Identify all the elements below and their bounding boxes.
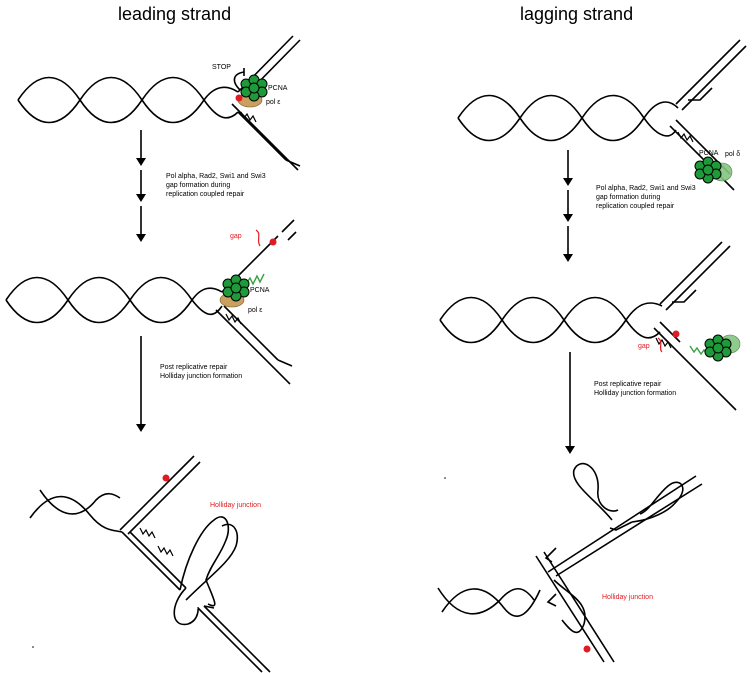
- gap-bracket: [255, 229, 261, 247]
- hj-right-loop-arm: [631, 481, 684, 523]
- lag-arm2-upper-2: [665, 245, 731, 311]
- pol-epsilon-label-1: pol ε: [266, 99, 280, 106]
- pcna-ring-2: [222, 274, 250, 302]
- pcna-label-2: PCNA: [250, 287, 270, 294]
- leading-strand-title: leading strand: [118, 4, 231, 24]
- hj-left-arm-upper-2: [127, 461, 201, 535]
- hj-right-arrow-back: [609, 521, 633, 531]
- lag-arm2-lower-2: [659, 321, 681, 343]
- step-arrows-left-1: [136, 130, 146, 242]
- stray-dot-left: [32, 646, 34, 648]
- stop-arrow: [233, 71, 245, 91]
- hj-right-loop-bottom: [553, 579, 586, 634]
- lagging-fork-2: gap: [439, 241, 741, 411]
- new-strand-zigzag: [245, 273, 265, 286]
- arm2-upper-2: [281, 219, 295, 233]
- holliday-junction-left: Holliday junction: [29, 455, 271, 673]
- lesion-dot: [235, 94, 243, 102]
- lag-arm1-upper-1: [675, 39, 741, 105]
- hj-left-zigzag-2: [157, 545, 174, 557]
- hj-right-inner-1: [544, 547, 557, 563]
- hj-left-arm-lower-1: [121, 531, 181, 591]
- pcna-label-lag-1: PCNA: [699, 150, 719, 157]
- hj-left-arm-lower-4: [203, 605, 271, 673]
- pol-delta-label: pol δ: [725, 151, 740, 158]
- gap-step-text-right-2: gap formation during: [596, 194, 660, 201]
- helix-2b: [5, 276, 223, 324]
- lag-arm1-upper-inner: [688, 87, 713, 101]
- gap-step-text-left-3: replication coupled repair: [166, 191, 245, 198]
- lag-zigzag-2: [655, 337, 672, 349]
- parental-helix-strand-b: [17, 76, 239, 124]
- helix-2a: [5, 276, 223, 324]
- arm2-lower-1: [215, 309, 291, 385]
- gap-bracket-lag: [657, 337, 663, 353]
- lag-helix-1b: [457, 94, 679, 142]
- hj-right-lesion-dot: [583, 645, 591, 653]
- lag-helix-2b: [439, 296, 663, 344]
- lagging-strand-title: lagging strand: [520, 4, 633, 24]
- hj-left-arm-upper-1: [119, 455, 195, 531]
- arm2-upper-end: [287, 231, 297, 241]
- post-step-text-left-1: Post replicative repair: [160, 364, 228, 371]
- hj-left-arm-lower-3: [129, 531, 187, 589]
- lag-lesion-dot-2: [672, 330, 680, 338]
- hj-right-helix-b: [437, 587, 535, 615]
- hj-left-helix-b: [39, 489, 121, 515]
- lesion-zigzag: [240, 111, 257, 123]
- hj-left-loop-1: [173, 587, 199, 626]
- holliday-label-right: Holliday junction: [602, 594, 653, 601]
- hj-left-helix-a: [29, 495, 123, 533]
- holliday-junction-right: Holliday junction: [437, 463, 703, 663]
- hj-right-diagonal-1: [535, 555, 605, 663]
- post-step-text-left-2: Holliday junction formation: [160, 373, 242, 380]
- hj-right-inner-2: [546, 593, 557, 607]
- hj-left-zigzag-1: [139, 527, 156, 539]
- gap-label-right: gap: [638, 343, 650, 350]
- stray-dot-right: [444, 477, 446, 479]
- lower-arm-end: [285, 159, 301, 167]
- lag-arm2-upper-inner: [672, 289, 697, 303]
- pol-epsilon-label-2: pol ε: [248, 307, 262, 314]
- gap-label-left: gap: [230, 233, 242, 240]
- lag-arm2-upper-1: [659, 241, 723, 305]
- hj-right-helix-a: [441, 588, 541, 618]
- pcna-ring: [240, 74, 268, 102]
- hj-right-upper-1: [547, 475, 697, 573]
- lagging-fork-1: PCNA pol δ: [457, 39, 747, 191]
- lesion-zigzag-2: [225, 313, 242, 325]
- holliday-label-left: Holliday junction: [210, 502, 261, 509]
- step-arrows-right-1: [563, 150, 573, 262]
- step-arrow-left-2: [136, 336, 146, 432]
- gap-step-text-right-1: Pol alpha, Rad2, Swi1 and Swi3: [596, 185, 696, 192]
- hj-left-loop-2: [179, 516, 230, 607]
- hj-right-loop-top: [572, 463, 619, 521]
- fork-lower-arm-2: [237, 111, 287, 161]
- stop-label: STOP: [212, 64, 231, 71]
- arm2-lower-2: [223, 305, 279, 361]
- lag-lesion-zigzag: [677, 131, 694, 143]
- post-step-text-right-1: Post replicative repair: [594, 381, 662, 388]
- arm2-lower-end: [277, 359, 293, 367]
- hj-left-end: [203, 605, 215, 609]
- hj-left-lesion-dot: [162, 474, 170, 482]
- gap-step-text-left-1: Pol alpha, Rad2, Swi1 and Swi3: [166, 173, 266, 180]
- post-step-text-right-2: Holliday junction formation: [594, 390, 676, 397]
- leading-fork-2: gap PCNA pol ε: [5, 219, 297, 385]
- gap-step-text-left-2: gap formation during: [166, 182, 230, 189]
- pcna-label-1: PCNA: [268, 85, 288, 92]
- step-arrow-right-2: [565, 352, 575, 454]
- pcna-ring-lag-2: [704, 334, 732, 362]
- leading-fork-1: STOP PCNA pol ε: [17, 35, 301, 171]
- pcna-ring-lag-1: [694, 156, 722, 184]
- gap-step-text-right-3: replication coupled repair: [596, 203, 675, 210]
- hj-right-diagonal-2: [543, 551, 615, 663]
- hj-left-arm-lower-2: [197, 607, 263, 673]
- hj-left-crossing: [185, 523, 238, 601]
- lesion-dot-2: [269, 238, 277, 246]
